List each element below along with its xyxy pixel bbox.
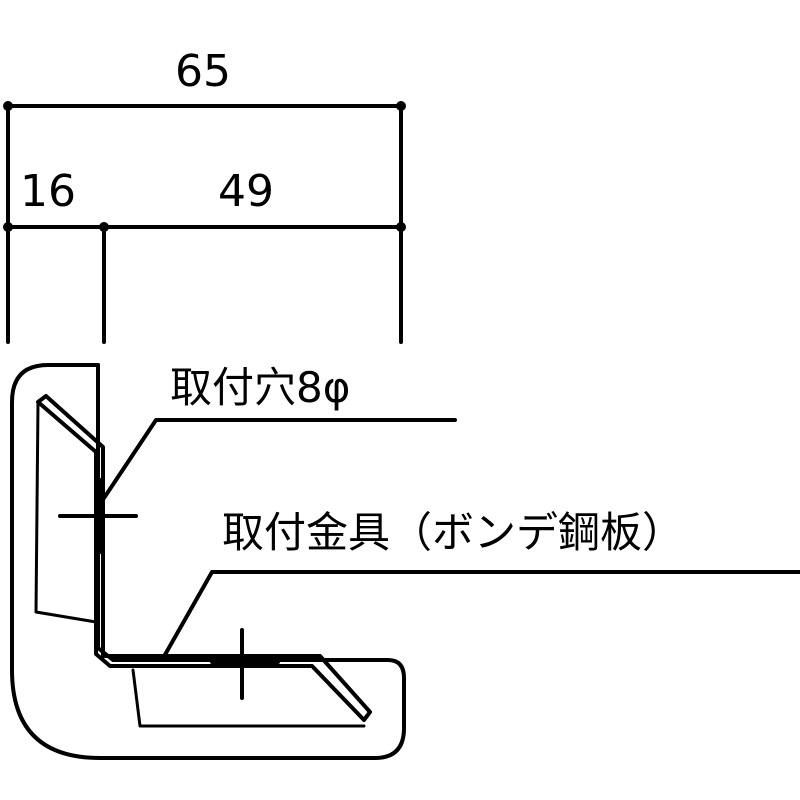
dim-point <box>3 101 13 111</box>
leader-line-bracket <box>160 570 800 662</box>
dim-point <box>99 222 109 232</box>
mounting-hole-vertical <box>58 478 138 554</box>
leader-line-hole <box>102 418 457 500</box>
label-mounting-hole: 取付穴8φ <box>170 363 350 412</box>
dim-point <box>396 101 406 111</box>
mounting-bracket <box>34 394 372 728</box>
bracket-outline <box>36 394 372 722</box>
bracket-vertical-face <box>34 400 98 624</box>
dim-right-value: 49 <box>218 166 274 217</box>
mounting-hole-horizontal <box>210 628 280 700</box>
dim-overall-value: 65 <box>175 46 231 97</box>
bracket-horizontal-face <box>131 668 366 728</box>
dim-point <box>396 222 406 232</box>
dim-point <box>3 222 13 232</box>
outer-profile <box>10 363 406 760</box>
label-mounting-bracket: 取付金具（ボンデ鋼板） <box>222 508 684 557</box>
dim-left-value: 16 <box>20 166 76 217</box>
dimension-group: 65 16 49 <box>3 46 406 344</box>
